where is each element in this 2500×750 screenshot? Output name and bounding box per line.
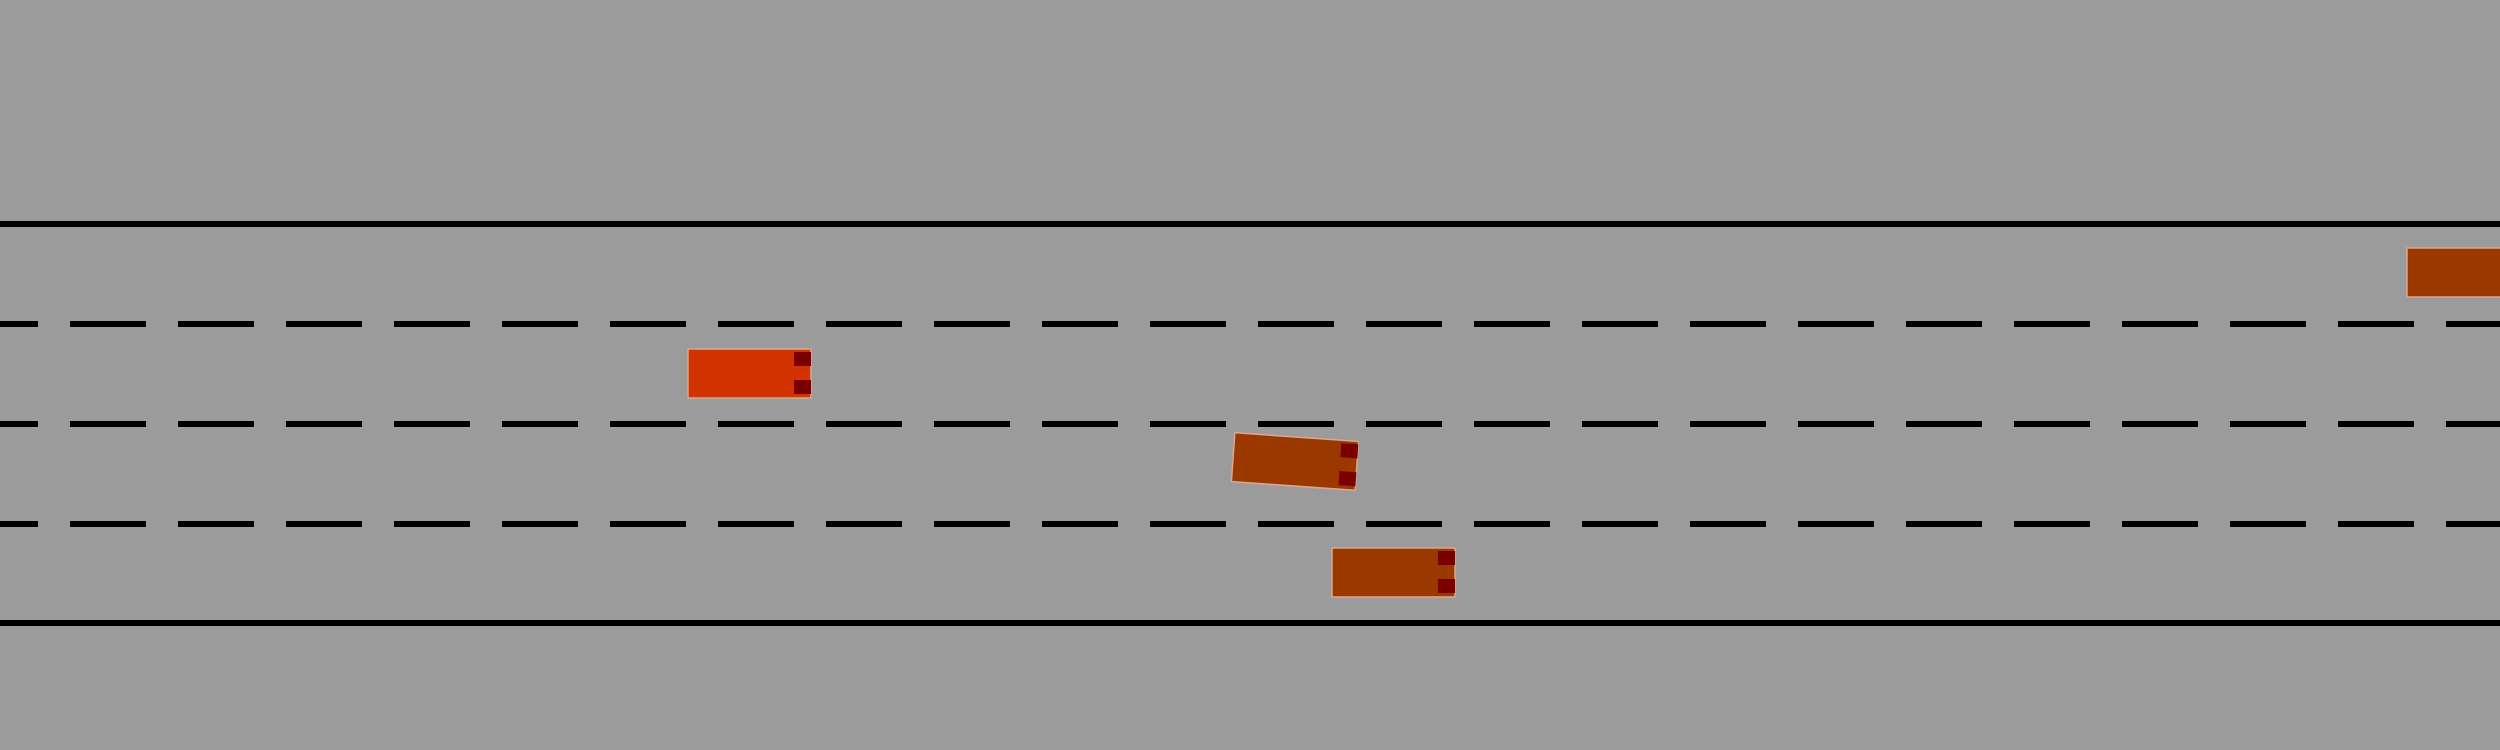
vehicle-2 [1230, 431, 1360, 492]
vehicle-3 [1331, 547, 1456, 598]
ego-vehicle [687, 348, 812, 399]
vehicle-1 [2406, 247, 2500, 298]
